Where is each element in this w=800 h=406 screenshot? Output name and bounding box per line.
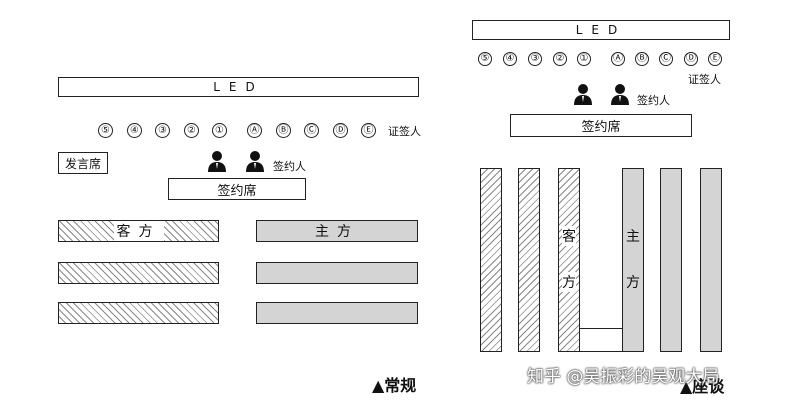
guest-column-3	[558, 168, 580, 352]
host-row-1: 主方	[256, 220, 418, 242]
signing-table-seminar: 签约席	[510, 114, 692, 137]
witness-seat: ③	[155, 123, 170, 138]
witness-seat: ①	[212, 123, 227, 138]
witness-seat: ④	[127, 123, 142, 138]
guest-column-2	[518, 168, 540, 352]
person-icon	[246, 151, 264, 172]
witness-label-seminar: 证签人	[688, 73, 721, 86]
caption-seminar: ▲座谈	[680, 377, 725, 396]
guest-row-2	[58, 262, 219, 284]
person-icon	[208, 151, 226, 172]
host-column-1	[622, 168, 644, 352]
connector-table	[580, 328, 622, 352]
guest-label-2: 方	[562, 272, 576, 292]
witness-seat: Ⓓ	[333, 123, 348, 138]
led-screen-regular: LED	[58, 77, 419, 97]
witness-label-regular: 证签人	[388, 125, 421, 138]
witness-seat: Ⓓ	[684, 52, 698, 66]
witness-seat: Ⓔ	[708, 52, 722, 66]
witness-seat: Ⓑ	[276, 123, 291, 138]
witness-seat: ②	[553, 52, 567, 66]
witness-seat: ②	[184, 123, 199, 138]
caption-regular: ▲常规	[372, 376, 417, 395]
signer-label-regular: 签约人	[273, 160, 306, 173]
host-row-2	[256, 262, 418, 284]
witness-seat: ④	[503, 52, 517, 66]
witness-seat: ⑤	[98, 123, 113, 138]
led-screen-seminar: LED	[472, 20, 730, 40]
host-label-2: 方	[626, 275, 640, 291]
person-icon	[611, 84, 629, 105]
person-icon	[574, 84, 592, 105]
witness-seat: Ⓒ	[659, 52, 673, 66]
witness-seat: Ⓑ	[635, 52, 649, 66]
guest-row-1: 客方	[58, 220, 219, 242]
signer-label-seminar: 签约人	[637, 94, 670, 107]
watermark: 知乎 @吴振彩的吴观大局	[527, 367, 720, 387]
host-label-1: 主	[626, 229, 640, 245]
guest-row-3	[58, 302, 219, 324]
witness-seat: Ⓒ	[304, 123, 319, 138]
witness-seat: ①	[577, 52, 591, 66]
guest-label-1: 客	[562, 226, 576, 246]
witness-seat: ③	[528, 52, 542, 66]
host-column-3	[700, 168, 722, 352]
witness-seat: ⑤	[478, 52, 492, 66]
signing-table-regular: 签约席	[168, 178, 306, 200]
speaker-podium: 发言席	[58, 152, 108, 174]
witness-seat: Ⓔ	[361, 123, 376, 138]
guest-column-1	[480, 168, 502, 352]
host-column-2	[660, 168, 682, 352]
host-row-3	[256, 302, 418, 324]
witness-seat: Ⓐ	[247, 123, 262, 138]
witness-seat: Ⓐ	[611, 52, 625, 66]
